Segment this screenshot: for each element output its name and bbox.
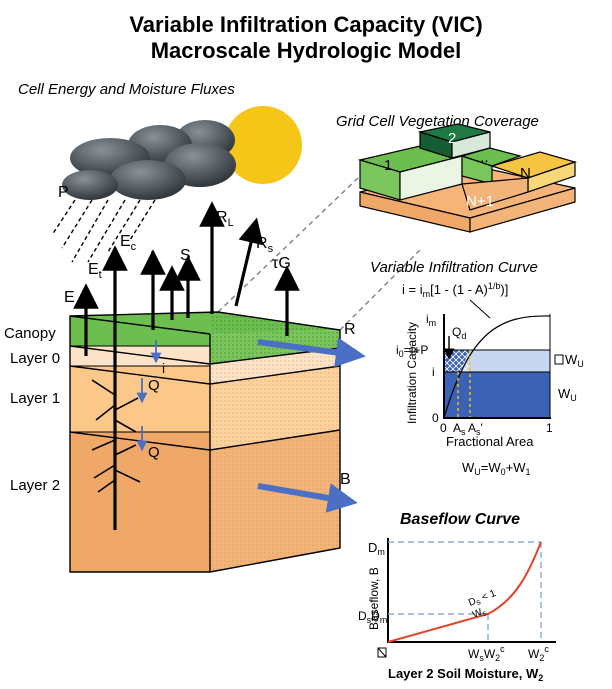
y-zero-label: 0 <box>432 411 439 425</box>
flux-e-label: E <box>64 289 75 306</box>
origin-swatch <box>377 647 387 658</box>
flux-l-label: L <box>150 249 159 266</box>
flux-rs-label: Rs <box>256 235 274 255</box>
slope-ratio-label: Ds< 1 <box>467 588 498 610</box>
flux-et-label: Et <box>88 261 102 281</box>
baseflow-ylabel: Baseflow, B <box>367 567 381 630</box>
baseflow-out-label: B <box>340 471 351 488</box>
cell-heading: Cell Energy and Moisture Fluxes <box>18 81 235 98</box>
cloud-icon <box>62 120 236 200</box>
flux-taug-label: τG <box>272 255 291 272</box>
slope-ratio-den: Ws <box>471 606 488 622</box>
infiltration-label: i <box>162 360 165 376</box>
w2c-label: W2c <box>528 644 549 663</box>
legend-swatch-light <box>554 354 564 365</box>
sun-icon <box>224 106 302 184</box>
water-lower-region <box>444 372 550 418</box>
infiltration-axes <box>443 314 551 419</box>
drainage-q1-label: Q <box>148 377 160 394</box>
drainage-arrows <box>136 340 162 452</box>
diagram-title-line1: Variable Infiltration Capacity (VIC) <box>129 12 483 37</box>
vegetation-heading: Grid Cell Vegetation Coverage <box>336 113 539 130</box>
i0-label: i0=i+P <box>396 343 428 359</box>
infiltration-curve <box>443 315 551 419</box>
layer2-label: Layer 2 <box>10 477 60 494</box>
infiltration-xlabel: Fractional Area <box>446 434 534 449</box>
runoff-arrow <box>257 337 366 368</box>
veg-tile-ellipsis: ... <box>476 149 489 166</box>
flux-ec-label: Ec <box>120 233 137 253</box>
wu-upper-label: WU <box>565 352 584 369</box>
layer0-label: Layer 0 <box>10 350 60 367</box>
flux-rl-label: RL <box>216 209 234 229</box>
layer1-front <box>70 366 210 432</box>
drainage-q2-label: Q <box>148 444 160 461</box>
guide-line <box>339 249 421 331</box>
layer1-label: Layer 1 <box>10 390 60 407</box>
precip-label: P <box>58 184 69 201</box>
flux-s-label: S <box>180 247 191 264</box>
veg-tile-2: 2 <box>448 130 456 147</box>
as-label: As <box>453 421 466 437</box>
dm-label: Dm <box>368 540 385 557</box>
baseflow-heading: Baseflow Curve <box>400 511 520 528</box>
i-label: i <box>432 365 435 379</box>
x-one-label: 1 <box>546 421 553 435</box>
baseflow-xlabel: Layer 2 Soil Moisture, W2 <box>388 666 543 683</box>
baseflow-curve <box>387 541 542 643</box>
runoff-label: R <box>344 321 356 338</box>
veg-tile-n-plus-1: N+1 <box>466 193 494 210</box>
baseflow-axes <box>387 538 556 643</box>
roots <box>91 379 141 493</box>
infiltration-ylabel: Infiltration Capacity <box>405 322 419 424</box>
rain-lines <box>51 199 156 263</box>
veg-tile-1: 1 <box>384 157 392 174</box>
diagram-title-line2: Macroscale Hydrologic Model <box>150 38 462 63</box>
infiltration-heading: Variable Infiltration Curve <box>370 259 538 276</box>
canopy-label: Canopy <box>4 325 56 342</box>
vegetation-block <box>357 123 578 233</box>
wu-lower-label: WU <box>558 386 577 403</box>
veg-tile-n: N <box>520 165 531 182</box>
infiltration-equation: i = im[1 - (1 - A)1/b)] <box>402 281 508 299</box>
as-prime-label: As' <box>468 421 483 437</box>
x-zero-label: 0 <box>440 421 447 435</box>
flux-arrows <box>73 201 300 490</box>
qd-label: Qd <box>452 325 466 341</box>
wu-equation: WU=W0+W1 <box>462 460 531 477</box>
layer2-front <box>70 432 210 550</box>
im-label: im <box>426 312 436 328</box>
dsdm-label: DsDm <box>358 609 387 625</box>
baseflow-arrow <box>257 483 358 513</box>
wsw2c-label: WsW2c <box>468 644 505 663</box>
